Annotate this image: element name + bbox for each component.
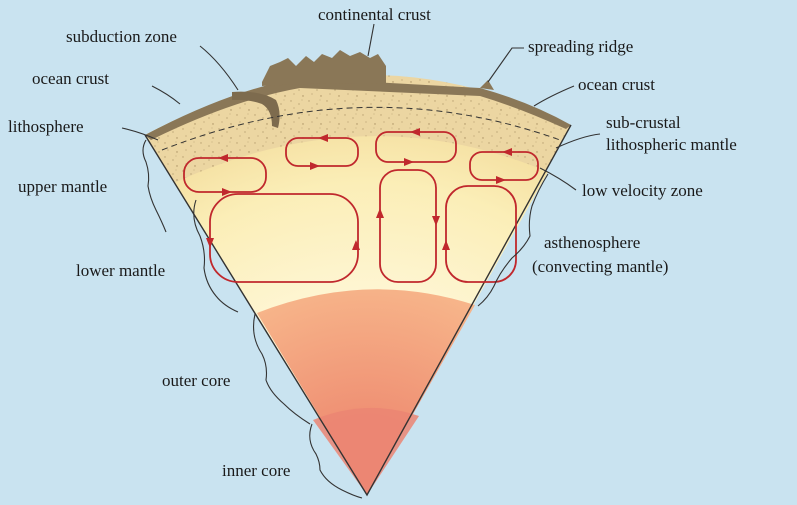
label-lower-mantle: lower mantle bbox=[76, 261, 165, 280]
label-low-velocity-zone: low velocity zone bbox=[582, 181, 703, 200]
label-asthenosphere-2: (convecting mantle) bbox=[532, 257, 668, 276]
label-upper-mantle: upper mantle bbox=[18, 177, 107, 196]
label-ocean-crust-left: ocean crust bbox=[32, 69, 109, 88]
earth-wedge bbox=[145, 50, 571, 495]
leader-spreading-ridge bbox=[488, 48, 524, 82]
label-sub-crustal-1: sub-crustal bbox=[606, 113, 681, 132]
label-spreading-ridge: spreading ridge bbox=[528, 37, 633, 56]
label-outer-core: outer core bbox=[162, 371, 230, 390]
spreading-ridge-bump bbox=[480, 80, 494, 90]
leader-ocean-crust-right bbox=[534, 86, 574, 106]
label-inner-core: inner core bbox=[222, 461, 290, 480]
label-lithosphere: lithosphere bbox=[8, 117, 84, 136]
label-subduction-zone: subduction zone bbox=[66, 27, 177, 46]
leader-continental-crust bbox=[368, 24, 374, 56]
label-continental-crust: continental crust bbox=[318, 5, 431, 24]
label-sub-crustal-2: lithospheric mantle bbox=[606, 135, 737, 154]
continental-crust-shape bbox=[262, 50, 386, 86]
leader-subduction-zone bbox=[200, 46, 238, 90]
label-ocean-crust-right: ocean crust bbox=[578, 75, 655, 94]
label-asthenosphere-1: asthenosphere bbox=[544, 233, 640, 252]
leader-ocean-crust-left bbox=[152, 86, 180, 104]
